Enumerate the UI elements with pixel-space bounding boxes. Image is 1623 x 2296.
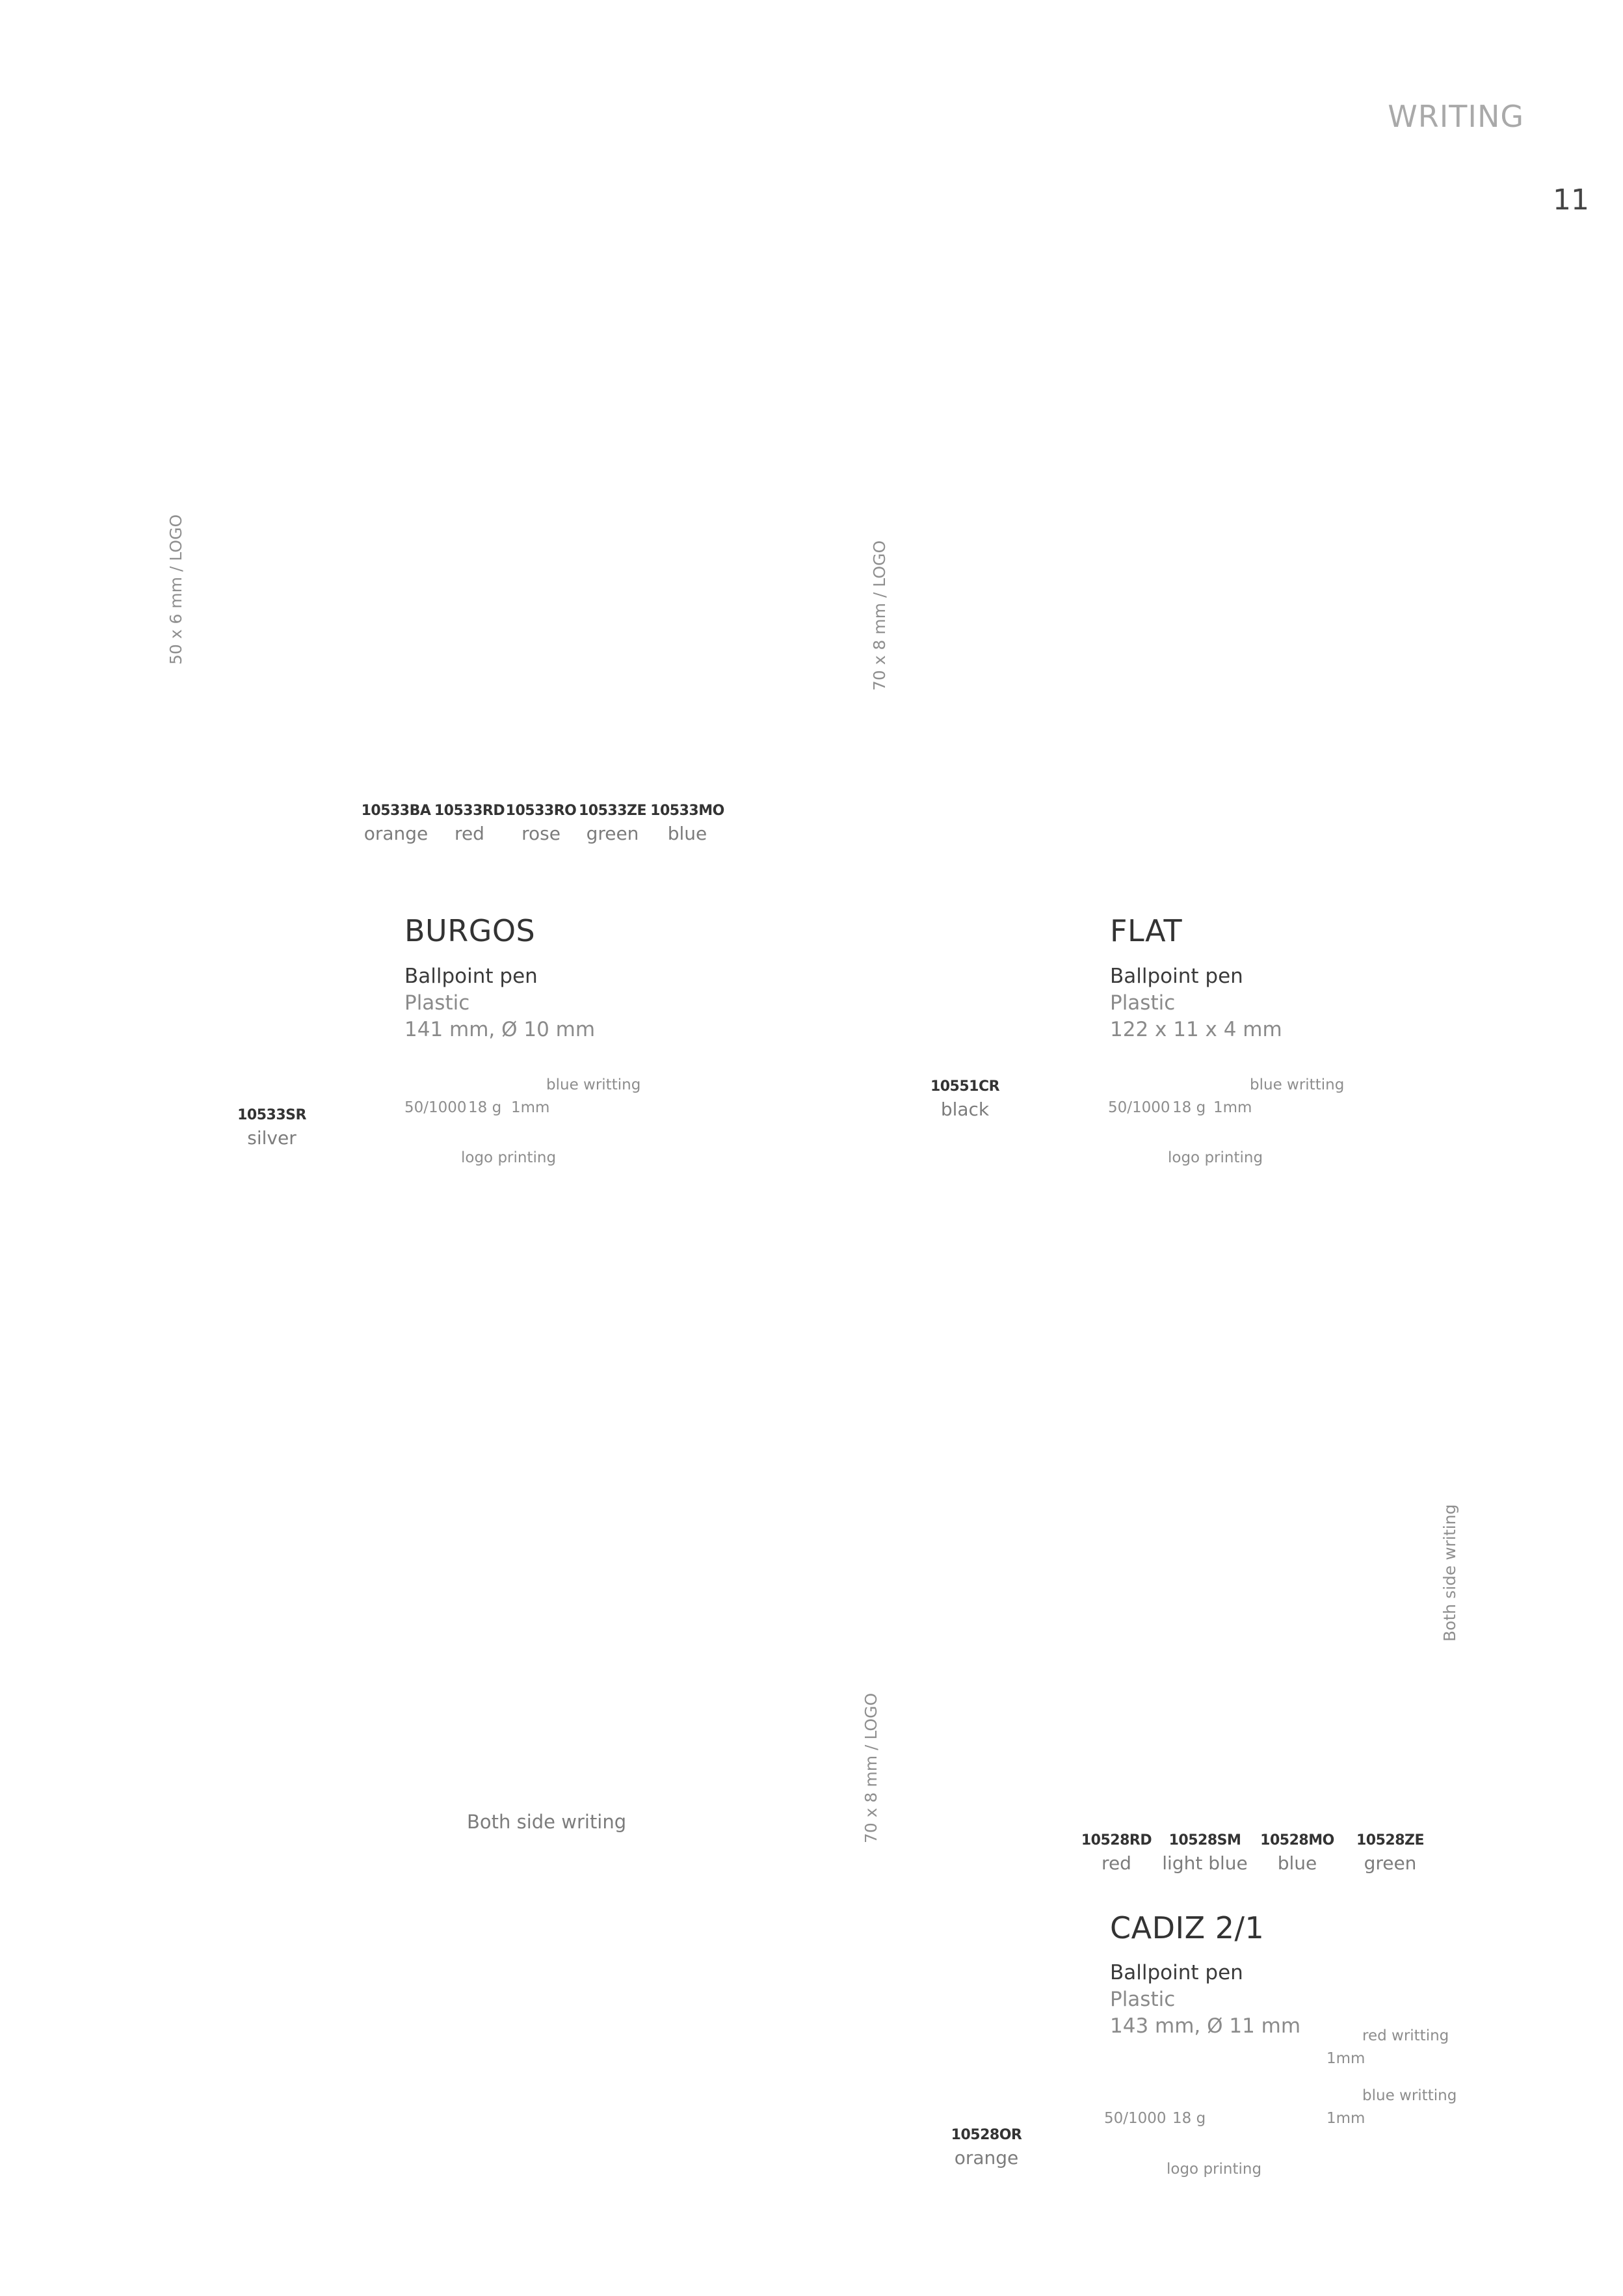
burgos-packing: 50/1000 — [404, 1099, 467, 1116]
flat-packing: 50/1000 — [1108, 1099, 1170, 1116]
swatch-code: 10528OR — [951, 2127, 1022, 2143]
swatch-code: 10533SR — [237, 1107, 306, 1123]
swatch-color: orange — [954, 2147, 1019, 2169]
cadiz-both-side-label-right: Both side writing — [1440, 1504, 1459, 1642]
swatch-color: silver — [247, 1127, 297, 1149]
burgos-product-type: Ballpoint pen — [404, 965, 538, 988]
burgos-swatch: 10533MO blue — [650, 803, 724, 844]
cadiz-blue-tip: 1mm — [1326, 2110, 1366, 2127]
flat-printing: logo printing — [1168, 1149, 1263, 1166]
swatch-color: blue — [667, 823, 707, 844]
burgos-weight: 18 g — [468, 1099, 502, 1116]
cadiz-blue-writing: blue writting — [1362, 2087, 1457, 2104]
cadiz-swatch: 10528RD red — [1081, 1832, 1152, 1874]
flat-material: Plastic — [1110, 991, 1176, 1015]
swatch-code: 10533RO — [505, 803, 577, 819]
section-title: WRITING — [1388, 99, 1524, 134]
burgos-writing: blue writting — [546, 1076, 641, 1093]
swatch-color: orange — [363, 823, 429, 844]
cadiz-swatch: 10528SM light blue — [1162, 1832, 1247, 1874]
swatch-color: light blue — [1162, 1852, 1248, 1874]
swatch-color: red — [455, 823, 484, 844]
flat-logo-size-label: 70 x 8 mm / LOGO — [870, 540, 889, 691]
cadiz-red-writing: red writting — [1362, 2027, 1449, 2044]
swatch-color: red — [1102, 1852, 1131, 1874]
swatch-code: 10528ZE — [1356, 1832, 1425, 1849]
flat-writing: blue writting — [1250, 1076, 1345, 1093]
swatch-color: blue — [1277, 1852, 1317, 1874]
burgos-swatch: 10533ZE green — [578, 803, 647, 844]
flat-tip: 1mm — [1213, 1099, 1252, 1116]
burgos-swatch: 10533RO rose — [506, 803, 577, 844]
cadiz-product-type: Ballpoint pen — [1110, 1961, 1243, 1984]
cadiz-printing: logo printing — [1167, 2161, 1262, 2178]
cadiz-swatch: 10528MO blue — [1260, 1832, 1334, 1874]
flat-size: 122 x 11 x 4 mm — [1110, 1018, 1282, 1041]
swatch-color: green — [1364, 1852, 1417, 1874]
cadiz-size: 143 mm, Ø 11 mm — [1110, 2014, 1301, 2038]
cadiz-material: Plastic — [1110, 1988, 1176, 2011]
cadiz-both-side-label-left: Both side writing — [467, 1811, 627, 1833]
burgos-swatch: 10533BA orange — [362, 803, 431, 844]
burgos-size: 141 mm, Ø 10 mm — [404, 1018, 596, 1041]
cadiz-red-tip: 1mm — [1326, 2050, 1366, 2067]
swatch-color: green — [586, 823, 639, 844]
cadiz-product-name: CADIZ 2/1 — [1110, 1910, 1265, 1945]
swatch-code: 10528RD — [1081, 1832, 1152, 1849]
swatch-code: 10528MO — [1260, 1832, 1334, 1849]
swatch-code: 10533BA — [361, 803, 431, 819]
burgos-logo-size-label: 50 x 6 mm / LOGO — [166, 514, 185, 665]
cadiz-packing: 50/1000 — [1104, 2110, 1167, 2127]
burgos-printing: logo printing — [461, 1149, 557, 1166]
cadiz-extra-swatch: 10528OR orange — [951, 2127, 1022, 2169]
swatch-code: 10551CR — [930, 1078, 1000, 1095]
swatch-code: 10533RD — [434, 803, 505, 819]
flat-weight: 18 g — [1172, 1099, 1206, 1116]
burgos-extra-swatch: 10533SR silver — [237, 1107, 306, 1149]
swatch-color: black — [940, 1099, 990, 1120]
swatch-code: 10528SM — [1168, 1832, 1241, 1849]
swatch-code: 10533MO — [650, 803, 724, 819]
flat-product-name: FLAT — [1110, 913, 1183, 948]
flat-product-type: Ballpoint pen — [1110, 965, 1243, 988]
swatch-color: rose — [521, 823, 561, 844]
burgos-product-name: BURGOS — [404, 913, 536, 948]
cadiz-weight: 18 g — [1172, 2110, 1206, 2127]
burgos-tip: 1mm — [511, 1099, 550, 1116]
cadiz-swatch: 10528ZE green — [1356, 1832, 1425, 1874]
burgos-material: Plastic — [404, 991, 470, 1015]
cadiz-logo-size-label: 70 x 8 mm / LOGO — [862, 1692, 880, 1843]
burgos-swatch: 10533RD red — [434, 803, 505, 844]
swatch-code: 10533ZE — [578, 803, 647, 819]
page-number: 11 — [1553, 183, 1589, 217]
flat-swatch: 10551CR black — [930, 1078, 1000, 1120]
